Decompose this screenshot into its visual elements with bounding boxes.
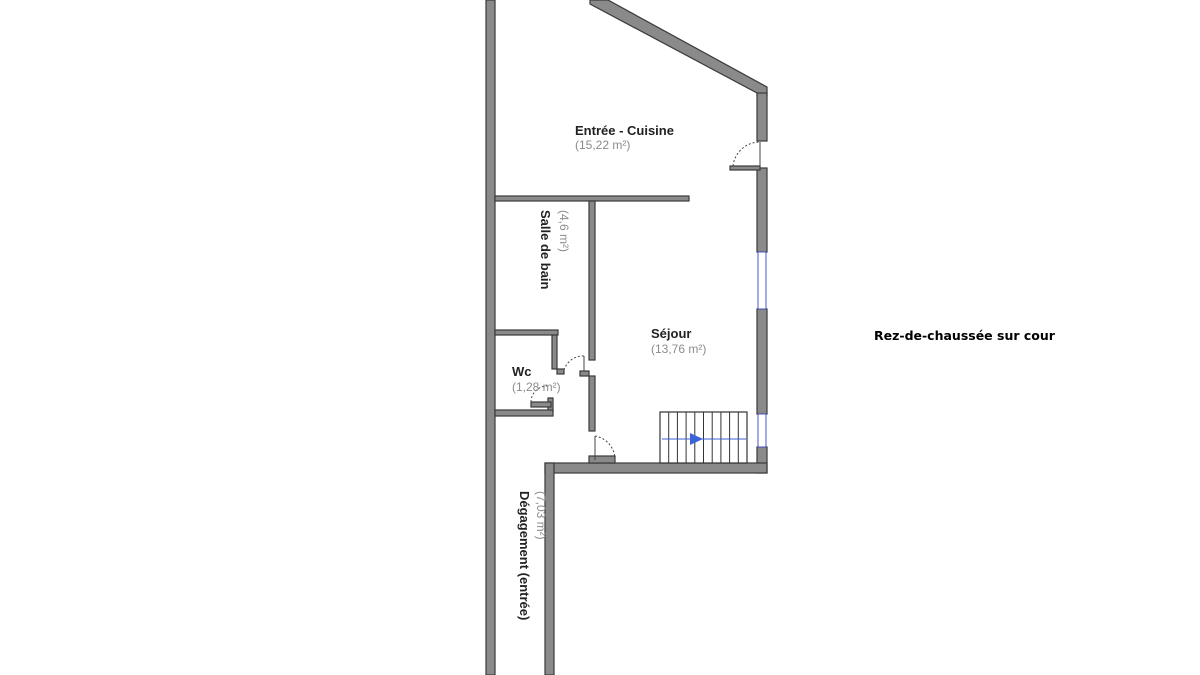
right-wall-upper (756, 92, 768, 142)
bathroom-right-wall-lower (588, 375, 596, 432)
room-label-sejour: Séjour (651, 326, 691, 341)
room-label-degagement: Dégagement (entrée) (517, 491, 532, 620)
walls (485, 0, 768, 675)
wc-bottom-wall (494, 409, 554, 417)
bath-door-jamb-2 (579, 370, 590, 377)
kitchen-return-wall (729, 165, 761, 171)
room-area-sejour: (13,76 m²) (651, 342, 706, 356)
right-wall-mid (756, 167, 768, 253)
bath-door-jamb (556, 368, 565, 375)
left-outer-wall (485, 0, 496, 675)
slanted-top-wall (589, 0, 768, 97)
kitchen-divider-wall (494, 195, 690, 202)
wc-right-wall-top (551, 334, 558, 370)
door-kitchen (732, 141, 761, 167)
staircase (659, 411, 748, 464)
room-area-wc: (1,28 m²) (512, 380, 561, 394)
room-area-entree-cuisine: (15,22 m²) (575, 138, 630, 152)
door-sejour-bottom (594, 435, 616, 461)
room-label-entree-cuisine: Entrée - Cuisine (575, 123, 674, 138)
door-stub (588, 455, 616, 464)
bottom-wall (544, 462, 768, 474)
room-area-degagement: (7,03 m²) (534, 491, 548, 540)
room-label-salle-de-bain: Salle de bain (538, 210, 553, 290)
stair-arrow-head (690, 433, 703, 445)
room-area-salle-de-bain: (4,6 m²) (557, 210, 571, 252)
door-bathroom (563, 355, 585, 371)
wc-top-wall (494, 329, 559, 336)
plan-caption: Rez-de-chaussée sur cour (874, 328, 1055, 343)
window-sejour-upper (757, 251, 767, 310)
right-wall-lower (756, 308, 768, 415)
room-label-wc: Wc (512, 364, 532, 379)
wc-door-jamb (530, 401, 552, 408)
door-wc (530, 385, 548, 403)
window-sejour-lower (757, 413, 767, 448)
corridor-right-wall (544, 462, 555, 675)
bathroom-right-wall (588, 200, 596, 361)
